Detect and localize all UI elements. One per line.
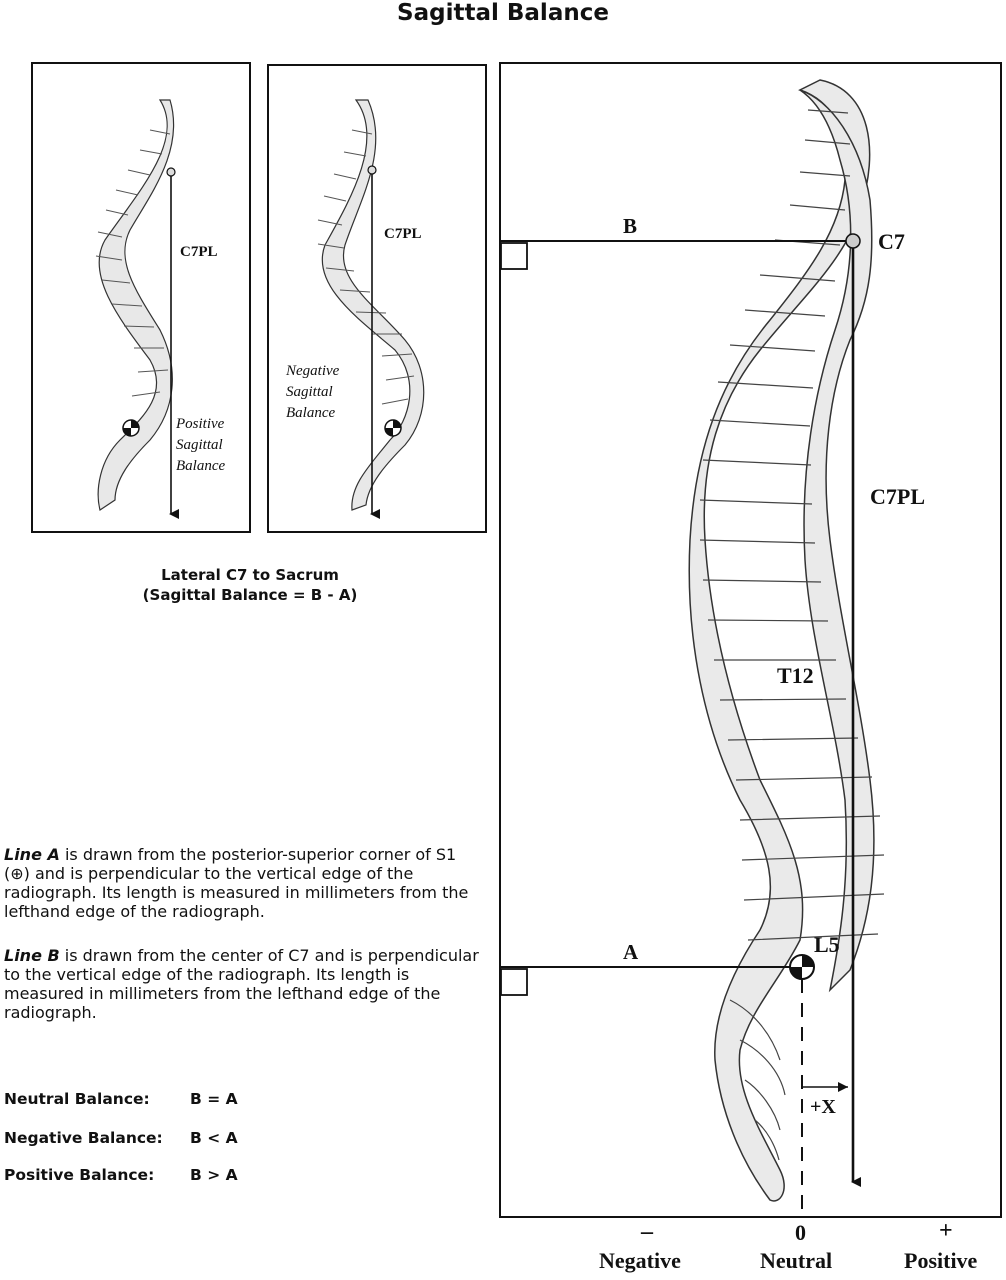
neutral-axis-label: Neutral	[760, 1248, 833, 1273]
balance-formula: B = A	[190, 1090, 238, 1108]
diagram-caption: Lateral C7 to Sacrum (Sagittal Balance =…	[0, 565, 500, 605]
offset-label: +X	[810, 1096, 836, 1118]
spine-illustration-main	[688, 79, 875, 1202]
s1-marker-positive	[122, 419, 140, 437]
label-line: Sagittal	[286, 384, 333, 400]
right-angle-a	[500, 968, 528, 996]
positive-sign: +	[939, 1218, 953, 1244]
vertebra-lines-negative	[317, 129, 415, 405]
line-a-description: Line A is drawn from the posterior-super…	[4, 845, 486, 921]
page-title: Sagittal Balance	[397, 0, 609, 26]
c7pl-label-positive: C7PL	[180, 244, 218, 260]
balance-formula: B > A	[190, 1166, 238, 1184]
balance-label: Positive Balance:	[4, 1166, 155, 1184]
spine-illustration-negative	[321, 99, 425, 511]
l5-label: L5	[814, 932, 840, 957]
c7-label: C7	[878, 229, 905, 254]
vertebra-lines-positive	[95, 129, 171, 397]
caption-line: (Sagittal Balance = B - A)	[142, 586, 358, 604]
line-a-text: is drawn from the posterior-superior cor…	[4, 845, 469, 921]
s1-marker-negative	[384, 419, 402, 437]
balance-negative: Negative Balance: B < A	[4, 1129, 238, 1147]
positive-axis-label: Positive	[904, 1248, 978, 1273]
neutral-sign: 0	[795, 1220, 806, 1245]
balance-neutral: Neutral Balance: B = A	[4, 1090, 238, 1108]
line-a-label: A	[623, 940, 639, 964]
c7pl-label-main: C7PL	[870, 484, 925, 509]
label-line: Balance	[176, 458, 226, 474]
line-a-term: Line A	[4, 845, 60, 864]
line-b-text: is drawn from the center of C7 and is pe…	[4, 946, 479, 1022]
balance-label: Neutral Balance:	[4, 1090, 150, 1108]
negative-axis-label: Negative	[599, 1248, 681, 1273]
spine-illustration-positive	[97, 99, 175, 511]
negative-balance-label: Negative Sagittal Balance	[286, 361, 339, 424]
balance-label: Negative Balance:	[4, 1129, 163, 1147]
negative-balance-panel	[267, 64, 487, 533]
line-b-description: Line B is drawn from the center of C7 an…	[4, 946, 486, 1022]
main-radiograph-panel	[499, 62, 1002, 1218]
vertebra-lines-main	[699, 109, 885, 1161]
c7pl-label-negative: C7PL	[384, 226, 422, 242]
label-line: Sagittal	[176, 437, 223, 453]
balance-formula: B < A	[190, 1129, 238, 1147]
label-line: Balance	[286, 405, 336, 421]
positive-balance-panel	[31, 62, 251, 533]
t12-label: T12	[777, 663, 814, 688]
label-line: Negative	[286, 363, 340, 379]
balance-positive: Positive Balance: B > A	[4, 1166, 238, 1184]
negative-sign: –	[641, 1219, 653, 1245]
positive-balance-label: Positive Sagittal Balance	[176, 414, 225, 477]
right-angle-b	[500, 242, 528, 270]
c7-marker-main	[845, 233, 861, 249]
line-b-term: Line B	[4, 946, 60, 965]
label-line: Positive	[176, 416, 225, 432]
line-b-label: B	[623, 214, 638, 238]
c7-marker-positive	[166, 167, 176, 177]
caption-line: Lateral C7 to Sacrum	[161, 566, 339, 584]
s1-marker-main	[789, 954, 815, 980]
c7-marker-negative	[367, 165, 377, 175]
